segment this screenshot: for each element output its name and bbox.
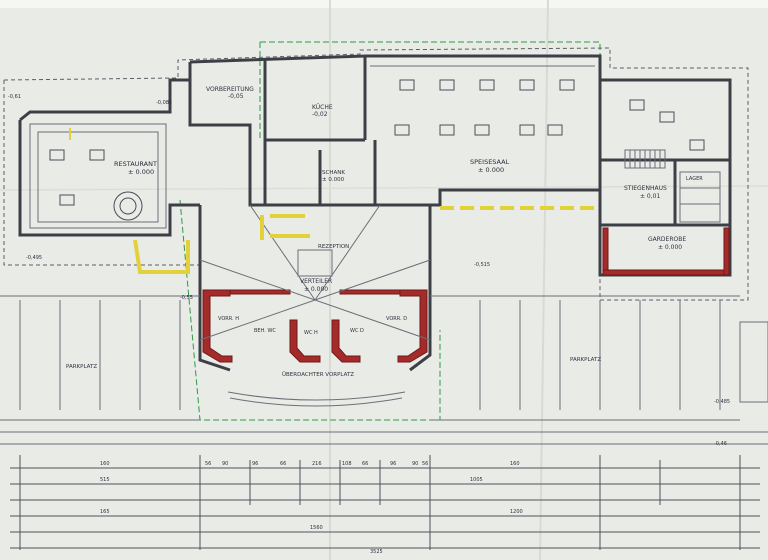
room-name: GARDEROBE [648,236,687,243]
red-masonry-east [602,227,730,276]
room-level: ± 0.000 [478,166,505,174]
canopy-edge [227,391,406,401]
room-label-kueche: KÜCHE -0,02 [312,104,333,118]
restaurant-glazing [37,131,159,223]
wall [18,120,200,237]
room-level: ± 0,01 [640,193,661,200]
dim-value: 56 [205,461,212,467]
room-name: RESTAURANT [114,160,157,168]
level-right-bottom: -0,46 [714,441,727,447]
room-label-garderobe: GARDEROBE ± 0.000 [648,236,686,252]
room-label-rezeption: REZEPTION [318,244,350,250]
room-label-wc-d: WC D [350,328,364,334]
restaurant-glazing [29,123,167,229]
wall [188,62,252,150]
roof-outline [3,47,749,301]
level-right-low: -0,485 [714,399,731,405]
label-parkplatz-left: PARKPLATZ [66,364,98,370]
dimension-chains [10,455,760,550]
fold-line [0,185,768,191]
dim-value: 216 [312,461,322,467]
yellow-hidden-lines [133,206,600,274]
room-level: ± 0.000 [658,244,683,251]
dim-value: 1200 [510,509,523,515]
level-top-left: -0,085 [156,100,173,106]
dim-value: 3525 [370,549,383,555]
wall [248,150,600,207]
room-level: -0,02 [312,111,328,118]
roof-outline [3,80,200,266]
room-label-vorraum-h: VORR. H [218,316,239,322]
room-label-schank: SCHANK ± 0.000 [322,170,345,184]
red-masonry-entry [202,289,428,363]
room-level: ± 0.000 [304,286,329,293]
room-label-vorraum-d: VORR. D [386,316,408,322]
wall [365,54,602,230]
level-left-top: -0,61 [8,94,21,100]
label-parkplatz-right: PARKPLATZ [570,357,602,363]
wall [198,205,231,372]
dim-value: 90 [222,461,229,467]
room-level: ± 0.000 [322,177,345,183]
dim-value: 66 [362,461,369,467]
dim-value: 56 [422,461,429,467]
room-label-stiegenhaus: STIEGENHAUS ± 0,01 [624,185,667,201]
level-entry: -0,55 [180,295,193,301]
dim-value: 515 [100,477,110,483]
round-table [113,191,143,221]
room-level: -0,05 [228,93,244,100]
room-name: KÜCHE [312,104,333,111]
lager-shelving [679,171,721,223]
room-name: STIEGENHAUS [624,185,667,192]
parking-grid [0,295,768,445]
room-name: SPEISESAAL [470,158,510,166]
paper-edge [0,0,768,8]
dining-tables [49,79,705,206]
round-table [119,197,137,215]
dim-value: 96 [252,461,259,467]
canopy-edge [229,397,403,407]
room-label-lager: LAGER [686,176,703,182]
room-label-wc-h: WC H [304,330,318,336]
room-name: VORBEREITUNG [206,86,254,93]
room-label-verteiler: VERTEILER ± 0.000 [300,278,332,294]
room-label-restaurant: RESTAURANT ± 0.000 [114,160,157,176]
fold-line [539,0,549,560]
room-label-speisesaal: SPEISESAAL ± 0.000 [470,158,509,174]
room-level: ± 0.000 [128,168,155,176]
dim-value: 96 [390,461,397,467]
dim-value: 66 [280,461,287,467]
room-label-wc-beh: BEH. WC [254,328,276,334]
construction-line [260,41,601,60]
dim-value: 160 [510,461,520,467]
dim-value: 1005 [470,477,483,483]
dim-value: 165 [100,509,110,515]
dim-value: 108 [342,461,352,467]
wall [19,78,190,122]
dim-value: 1560 [310,525,323,531]
room-name: SCHANK [322,170,345,176]
room-name: VERTEILER [300,278,333,285]
wall [409,205,432,372]
label-vordach: ÜBERDACHTER VORPLATZ [282,372,355,378]
level-right-mid: -0,515 [474,262,491,268]
construction-line [179,199,441,421]
level-left-mid: -0,495 [26,255,43,261]
stairs [624,149,666,169]
dim-value: 160 [100,461,110,467]
dim-value: 90 [412,461,419,467]
room-label-vorbereitung: VORBEREITUNG -0,05 [206,86,254,100]
wall [598,78,732,277]
